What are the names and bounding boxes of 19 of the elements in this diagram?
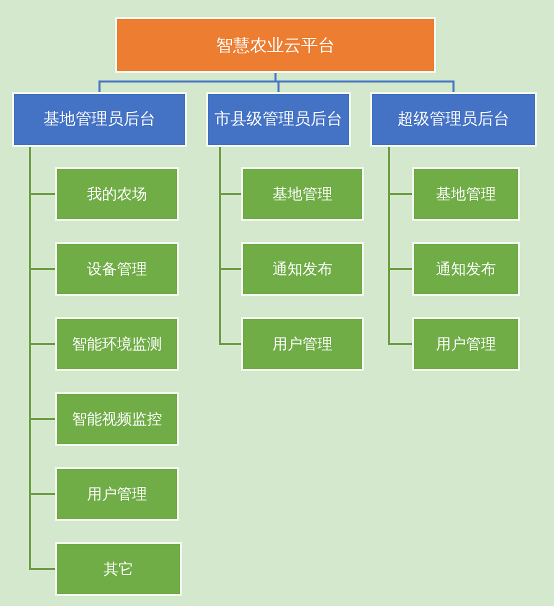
platform-box: 智慧农业云平台 bbox=[115, 17, 436, 73]
module-box: 用户管理 bbox=[412, 317, 520, 371]
module-box: 基地管理 bbox=[412, 167, 520, 221]
module-box: 设备管理 bbox=[55, 242, 179, 296]
module-box: 我的农场 bbox=[55, 167, 179, 221]
connector-line bbox=[274, 73, 454, 92]
role-box: 超级管理员后台 bbox=[370, 92, 537, 147]
connector-line bbox=[219, 147, 241, 345]
module-box: 基地管理 bbox=[241, 167, 364, 221]
connector-line bbox=[388, 147, 412, 345]
module-box: 用户管理 bbox=[241, 317, 364, 371]
module-box: 其它 bbox=[55, 542, 182, 596]
module-box: 用户管理 bbox=[55, 467, 179, 521]
module-box: 通知发布 bbox=[412, 242, 520, 296]
role-box: 市县级管理员后台 bbox=[206, 92, 351, 147]
role-box: 基地管理员后台 bbox=[12, 92, 187, 147]
module-box: 智能环境监测 bbox=[55, 317, 179, 371]
module-box: 智能视频监控 bbox=[55, 392, 179, 446]
module-box: 通知发布 bbox=[241, 242, 364, 296]
